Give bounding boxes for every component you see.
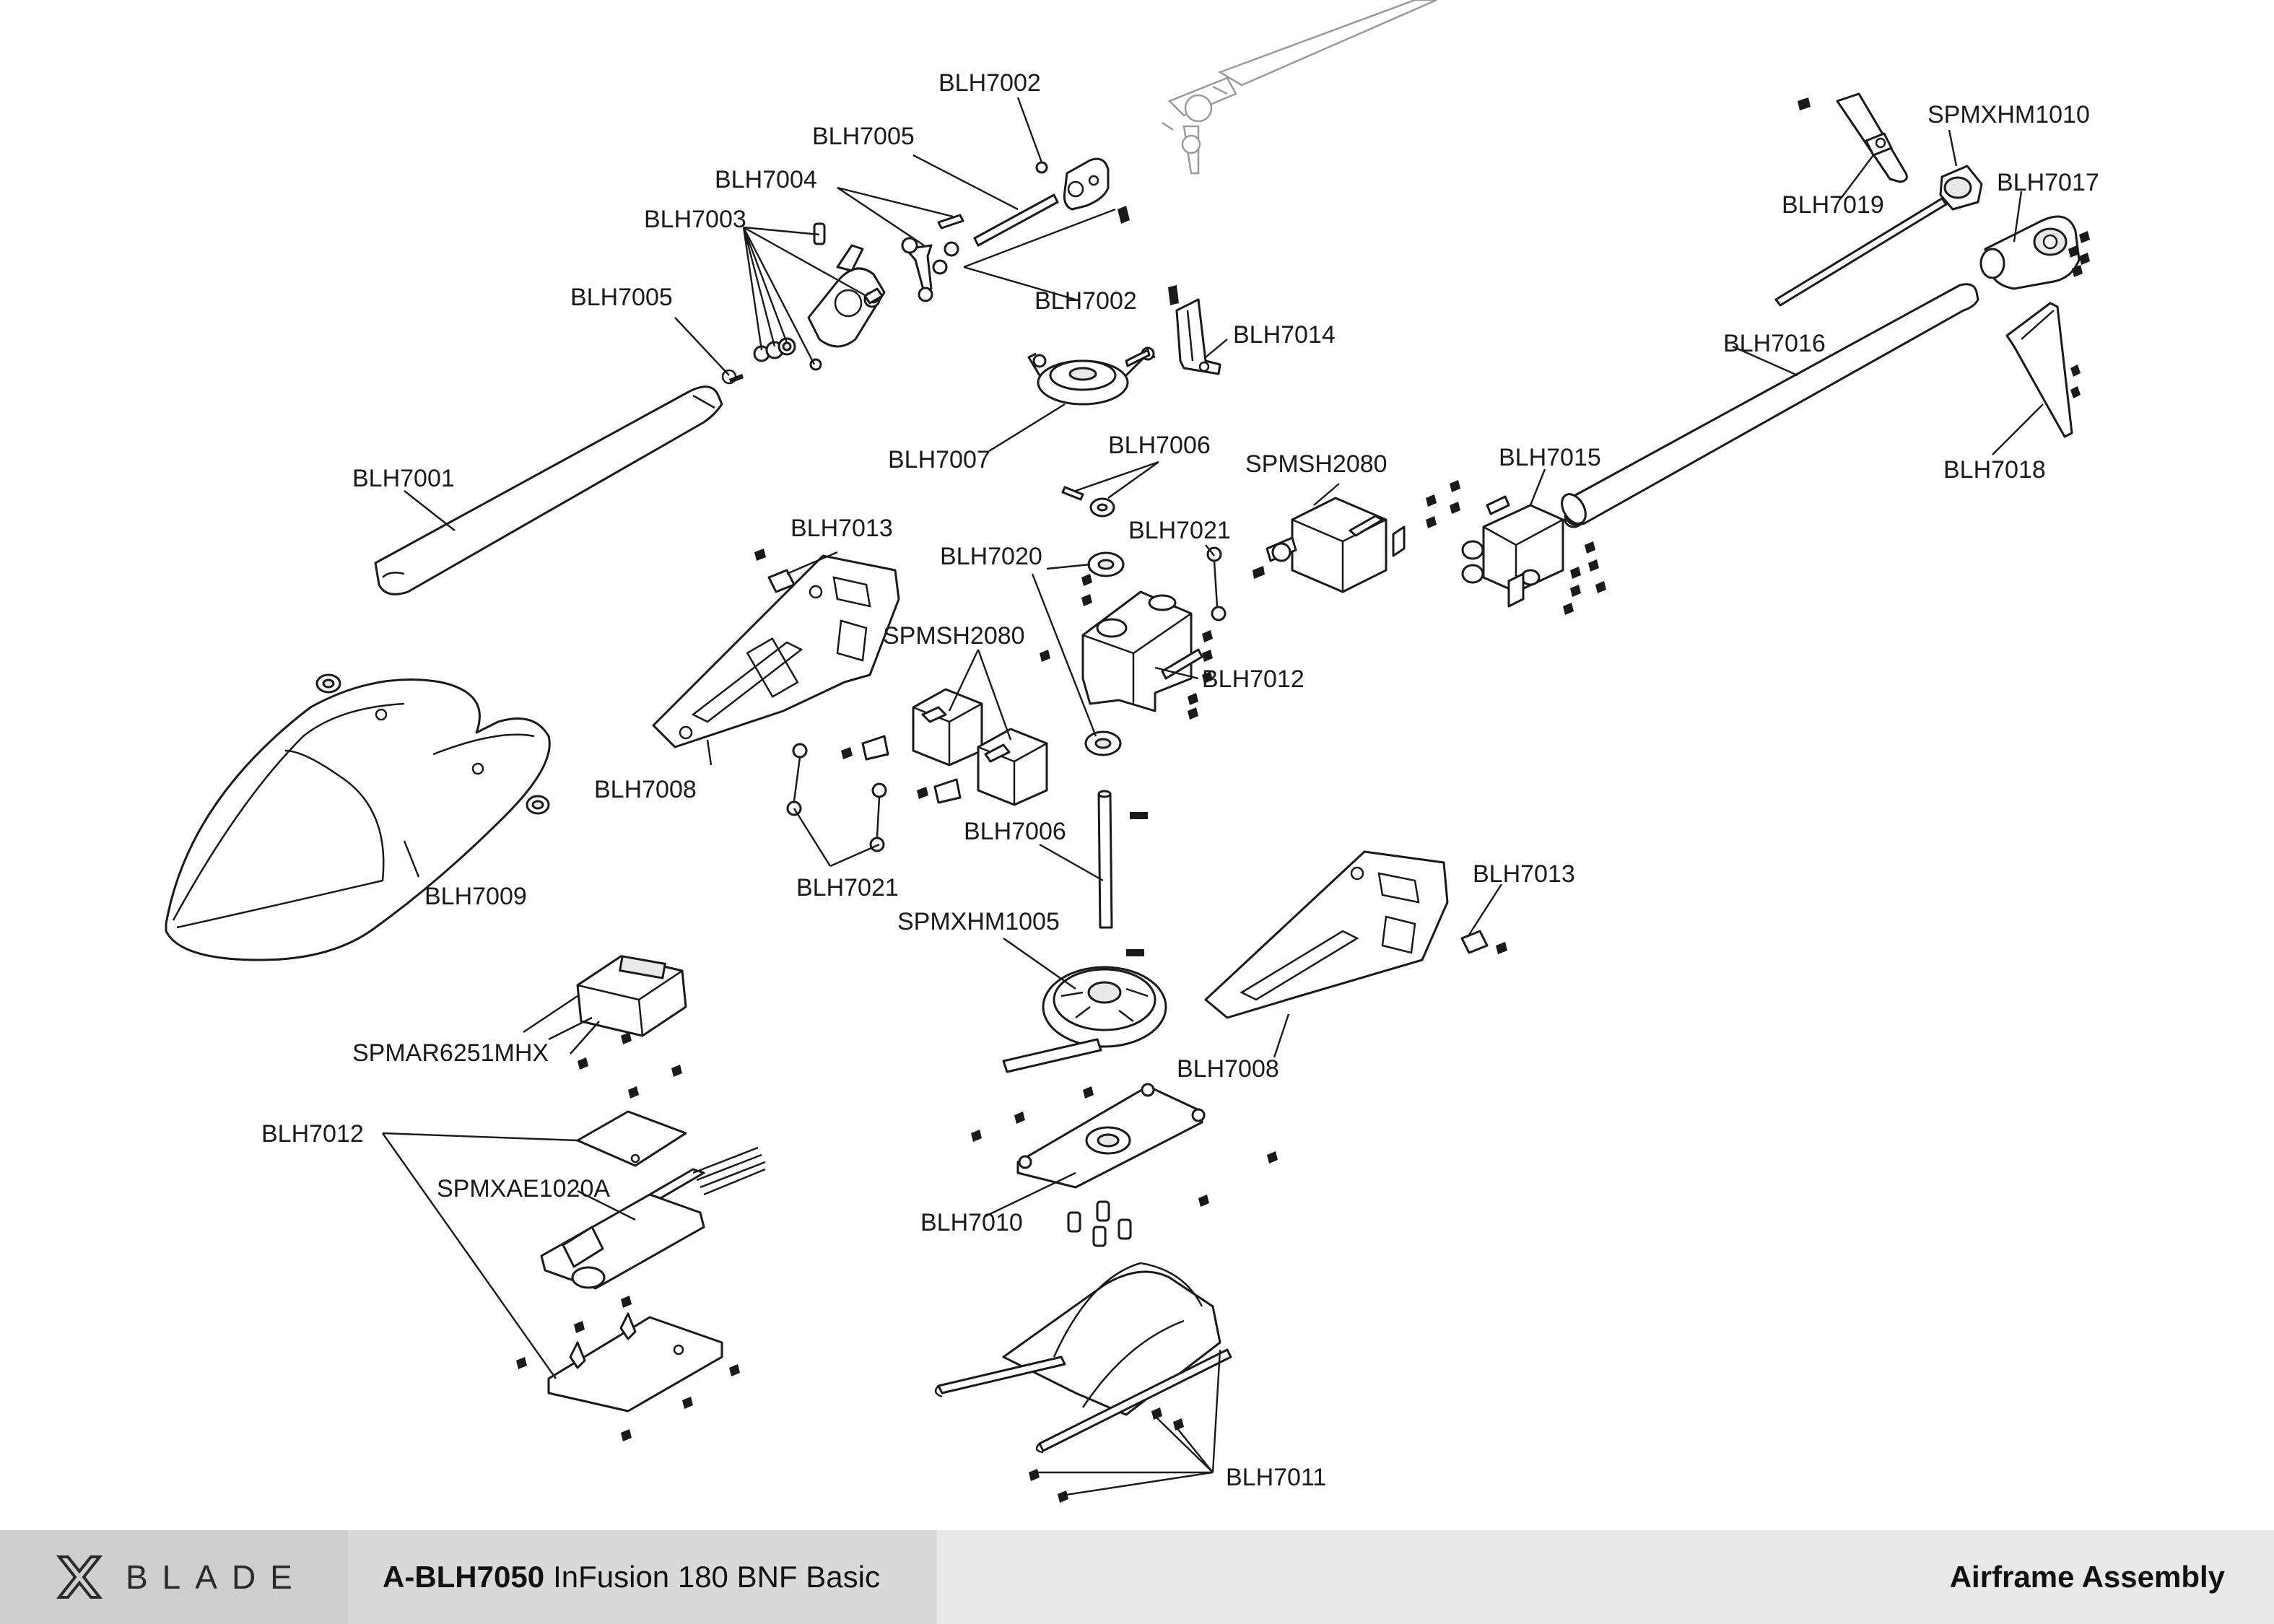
bearing-top xyxy=(1087,551,1125,577)
callout-c11: SPMSH2080 xyxy=(1245,450,1388,478)
canopy xyxy=(165,673,551,961)
main-motor xyxy=(1002,949,1167,1073)
main-rotor-blade xyxy=(374,369,744,595)
callout-c23: BLH7008 xyxy=(594,776,697,803)
callout-c26: BLH7006 xyxy=(964,818,1066,845)
callout-c12: BLH7015 xyxy=(1499,444,1601,471)
callout-c24: BLH7009 xyxy=(424,883,527,910)
main-shaft-collar xyxy=(1061,486,1115,518)
motor-mount xyxy=(1016,1083,1206,1247)
linkage-rod-upper xyxy=(1206,546,1227,621)
callout-labels: BLH7002 BLH7005 BLH7004 BLH7003 BLH7005 … xyxy=(261,69,2099,1491)
esc xyxy=(540,1146,766,1290)
bearing-bottom xyxy=(1084,730,1122,756)
main-shaft xyxy=(1097,790,1148,929)
callout-c18: BLH7013 xyxy=(790,515,893,542)
guide-bracket-left xyxy=(754,549,796,593)
callout-c31: BLH7012 xyxy=(261,1120,364,1148)
callout-c06: BLH7002 xyxy=(1034,287,1137,315)
callout-c19: BLH7021 xyxy=(1128,517,1231,544)
callout-c33: BLH7010 xyxy=(920,1209,1023,1236)
callout-c27: SPMXHM1005 xyxy=(897,908,1060,935)
ghost-rotor-head xyxy=(1162,0,1437,175)
cyclic-servo-left xyxy=(912,688,983,767)
callout-c17: BLH7018 xyxy=(1943,456,2046,484)
callout-c08: BLH7001 xyxy=(352,465,455,492)
esc-cover-plate xyxy=(576,1110,687,1167)
main-frame-right xyxy=(1204,850,1449,1019)
linkage-rods-lower xyxy=(786,743,887,852)
brand-block: BLADE xyxy=(0,1530,348,1624)
product-code: A-BLH7050 xyxy=(383,1560,545,1594)
callout-c07: BLH7014 xyxy=(1233,321,1336,349)
landing-gear xyxy=(934,1262,1232,1454)
tail-servo xyxy=(1253,497,1406,593)
callout-c16: BLH7017 xyxy=(1997,169,2099,196)
rotor-head-block xyxy=(932,157,1130,275)
callout-c05: BLH7005 xyxy=(570,284,673,311)
callout-c30: SPMAR6251MHX xyxy=(352,1039,549,1067)
footer-bar: BLADE A-BLH7050 InFusion 180 BNF Basic A… xyxy=(0,1530,2274,1624)
brand-name: BLADE xyxy=(126,1558,307,1596)
callout-c32: SPMXAE1020A xyxy=(437,1175,610,1202)
vertical-fin xyxy=(2005,302,2081,438)
callout-c13: BLH7016 xyxy=(1723,330,1826,357)
callout-c14: SPMXHM1010 xyxy=(1927,101,2090,128)
callout-c25: BLH7021 xyxy=(796,874,899,902)
callout-c03: BLH7004 xyxy=(715,166,817,193)
callout-c29: BLH7008 xyxy=(1177,1055,1279,1083)
callout-c10: BLH7006 xyxy=(1108,432,1211,459)
guide-bracket-right xyxy=(1460,930,1507,954)
cyclic-servo-right xyxy=(977,728,1048,806)
section-title: Airframe Assembly xyxy=(937,1530,2274,1624)
callout-c04: BLH7003 xyxy=(644,206,746,233)
callout-c21: SPMSH2080 xyxy=(883,622,1025,650)
esc-mount-plate xyxy=(547,1312,723,1413)
tail-case xyxy=(1979,215,2081,290)
blade-grip-assembly xyxy=(753,222,886,371)
tail-rotor-blade xyxy=(1798,92,1908,183)
product-title: A-BLH7050 InFusion 180 BNF Basic xyxy=(348,1530,937,1624)
servo-arm-left xyxy=(841,735,889,761)
product-name: InFusion 180 BNF Basic xyxy=(553,1560,880,1594)
swashplate xyxy=(1027,346,1156,406)
callout-c28: BLH7013 xyxy=(1473,860,1575,888)
callout-c01: BLH7002 xyxy=(938,69,1041,97)
callout-c09: BLH7007 xyxy=(888,446,990,473)
blade-logo-icon xyxy=(56,1555,103,1599)
callout-c20: BLH7020 xyxy=(940,543,1042,570)
screws xyxy=(516,231,2090,1503)
callout-c02: BLH7005 xyxy=(812,123,915,150)
pitch-arm xyxy=(901,237,933,302)
anti-rotation-bracket xyxy=(1168,285,1221,375)
leader-lines xyxy=(382,97,2044,1497)
callout-c15: BLH7019 xyxy=(1782,191,1884,219)
tail-boom xyxy=(1561,283,1979,526)
servo-arm-right xyxy=(917,778,962,804)
bearing-block-upper xyxy=(1081,590,1203,712)
receiver xyxy=(548,955,687,1055)
tail-motor xyxy=(1774,165,1983,307)
tail-boom-mount xyxy=(1461,495,1584,608)
callout-c34: BLH7011 xyxy=(1226,1464,1326,1491)
exploded-parts-diagram: BLH7002 BLH7005 BLH7004 BLH7003 BLH7005 … xyxy=(165,0,2099,1503)
callout-c22: BLH7012 xyxy=(1202,665,1304,693)
main-frame-left xyxy=(652,554,900,748)
